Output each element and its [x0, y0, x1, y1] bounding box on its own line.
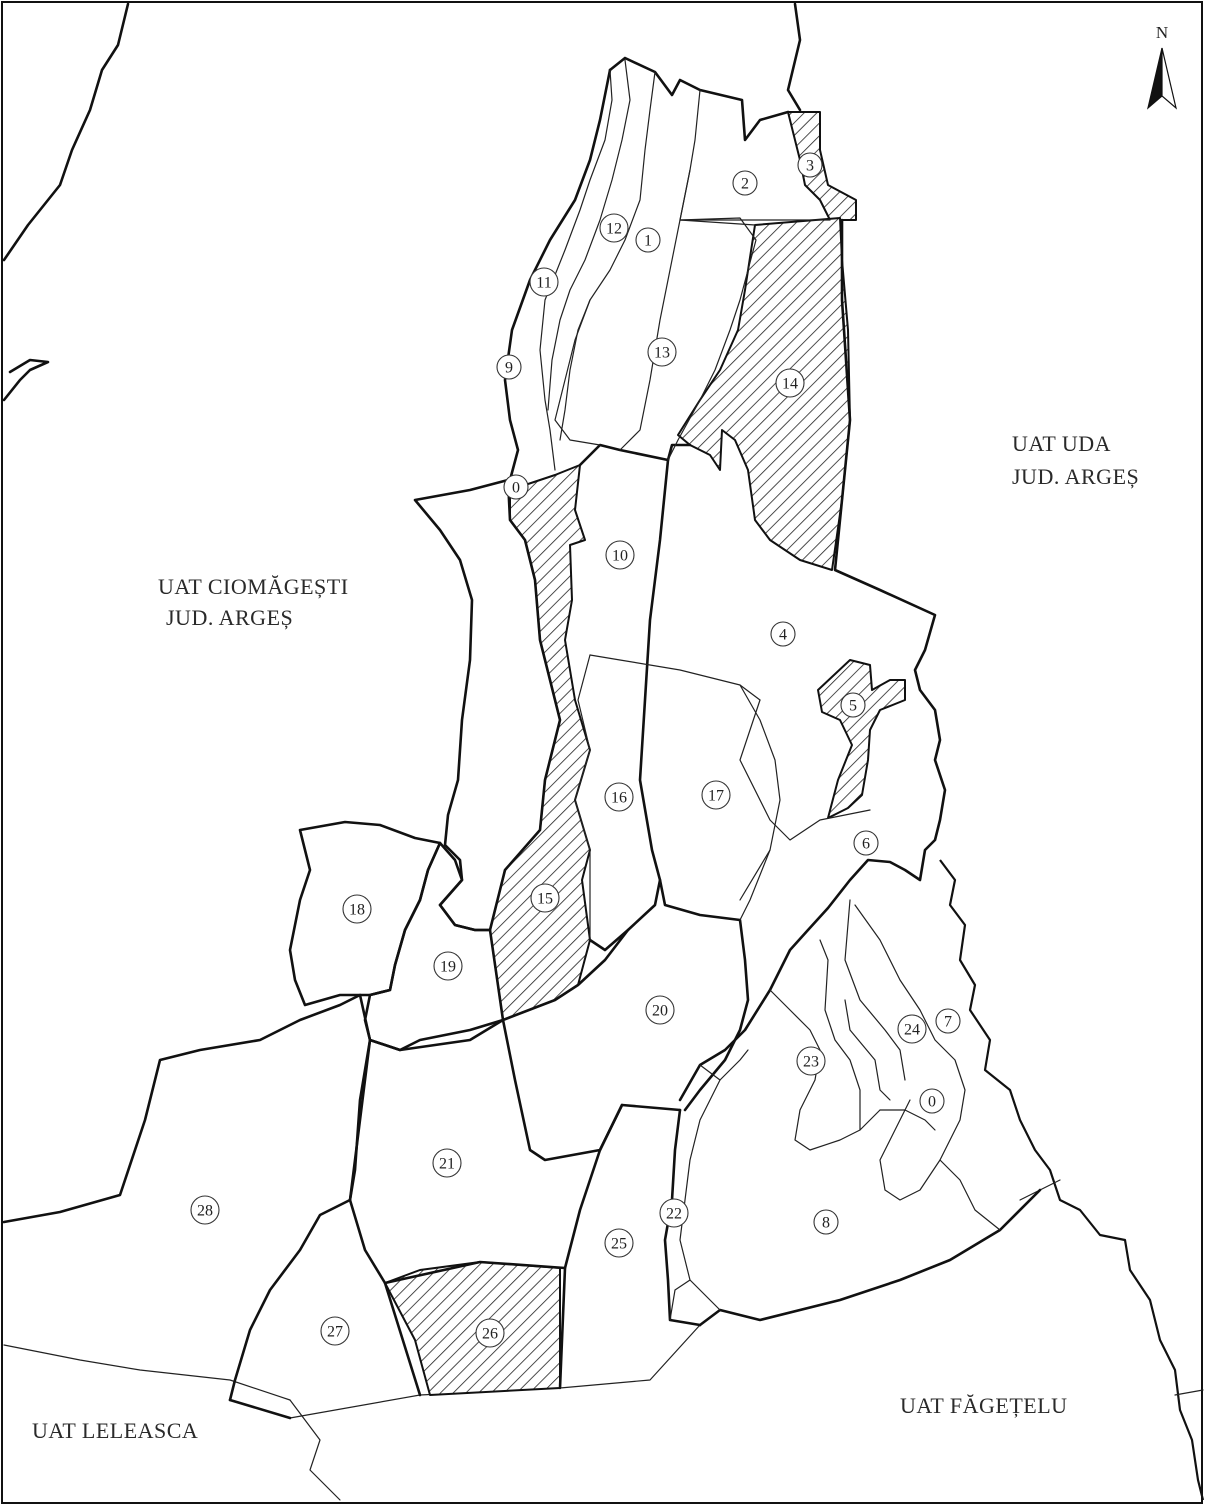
- svg-text:14: 14: [782, 376, 798, 393]
- parcel-label-11[interactable]: 11: [529, 267, 559, 297]
- parcel-14-area: [677, 217, 851, 571]
- parcel-26-area: [384, 1261, 561, 1396]
- svg-text:2: 2: [741, 176, 749, 193]
- svg-text:15: 15: [537, 891, 553, 908]
- parcel-label-4[interactable]: 4: [770, 621, 796, 647]
- region-fagetelu: UAT FĂGEȚELU: [900, 1393, 1068, 1418]
- svg-text:0: 0: [512, 480, 520, 497]
- north-label: N: [1156, 23, 1168, 42]
- svg-text:25: 25: [611, 1236, 627, 1253]
- region-leleasca: UAT LELEASCA: [32, 1418, 198, 1443]
- parcel-boundaries-thick: [228, 56, 1042, 1402]
- north-arrow-icon: N: [1146, 23, 1178, 110]
- parcel-label-3[interactable]: 3: [797, 152, 823, 178]
- parcel-label-5[interactable]: 5: [840, 692, 866, 718]
- parcel-label-18[interactable]: 18: [342, 894, 372, 924]
- parcel-15-area: [489, 464, 591, 1021]
- parcel-label-9[interactable]: 9: [496, 354, 522, 380]
- parcel-label-23[interactable]: 23: [796, 1046, 826, 1076]
- parcel-label-22[interactable]: 22: [659, 1198, 689, 1228]
- svg-text:5: 5: [849, 698, 857, 715]
- svg-text:8: 8: [822, 1215, 830, 1232]
- parcel-label-25[interactable]: 25: [604, 1228, 634, 1258]
- parcel-label-0-south[interactable]: 0: [919, 1088, 945, 1114]
- svg-text:0: 0: [928, 1094, 936, 1111]
- parcel-label-24[interactable]: 24: [897, 1014, 927, 1044]
- svg-text:27: 27: [327, 1324, 343, 1341]
- parcel-label-12[interactable]: 12: [599, 213, 629, 243]
- svg-text:4: 4: [779, 627, 787, 644]
- svg-text:12: 12: [606, 221, 622, 238]
- region-uda-line2: JUD. ARGEȘ: [1012, 464, 1139, 489]
- parcel-boundaries-thin: [539, 59, 1001, 1321]
- svg-text:21: 21: [439, 1156, 455, 1173]
- region-uda-line1: UAT UDA: [1012, 431, 1111, 456]
- parcel-label-17[interactable]: 17: [701, 780, 731, 810]
- parcel-label-8[interactable]: 8: [813, 1209, 839, 1235]
- parcel-label-16[interactable]: 16: [604, 782, 634, 812]
- svg-text:24: 24: [904, 1022, 920, 1039]
- svg-text:3: 3: [806, 158, 814, 175]
- svg-text:6: 6: [862, 836, 870, 853]
- svg-text:19: 19: [440, 959, 456, 976]
- parcel-label-1[interactable]: 1: [635, 227, 661, 253]
- parcel-label-20[interactable]: 20: [645, 995, 675, 1025]
- parcel-label-0[interactable]: 0: [503, 474, 529, 500]
- parcel-5-area: [817, 659, 906, 819]
- svg-text:7: 7: [944, 1014, 952, 1031]
- svg-text:16: 16: [611, 790, 627, 807]
- svg-text:23: 23: [803, 1054, 819, 1071]
- svg-text:22: 22: [666, 1206, 682, 1223]
- svg-text:20: 20: [652, 1003, 668, 1020]
- parcel-label-13[interactable]: 13: [647, 337, 677, 367]
- parcel-label-15[interactable]: 15: [530, 883, 560, 913]
- svg-text:18: 18: [349, 902, 365, 919]
- parcel-label-10[interactable]: 10: [605, 540, 635, 570]
- svg-text:11: 11: [536, 275, 551, 292]
- region-ciomagesti-line2: JUD. ARGEȘ: [166, 605, 293, 630]
- svg-text:17: 17: [708, 788, 724, 805]
- parcel-label-21[interactable]: 21: [432, 1148, 462, 1178]
- svg-text:26: 26: [482, 1326, 498, 1343]
- parcel-label-28[interactable]: 28: [190, 1195, 220, 1225]
- parcel-label-6[interactable]: 6: [853, 830, 879, 856]
- svg-text:9: 9: [505, 360, 513, 377]
- hatched-parcels: [384, 111, 906, 1396]
- parcel-labels: 0 1 2 3 4 5 6 7 8 9 10 11 12 13 14 15 16…: [190, 152, 961, 1348]
- svg-text:28: 28: [197, 1203, 213, 1220]
- svg-text:13: 13: [654, 345, 670, 362]
- parcel-label-19[interactable]: 19: [433, 951, 463, 981]
- parcel-label-26[interactable]: 26: [475, 1318, 505, 1348]
- region-ciomagesti-line1: UAT CIOMĂGEȘTI: [158, 574, 349, 599]
- parcel-label-7[interactable]: 7: [935, 1008, 961, 1034]
- region-labels: UAT CIOMĂGEȘTI JUD. ARGEȘ UAT UDA JUD. A…: [32, 431, 1139, 1443]
- parcel-label-2[interactable]: 2: [732, 170, 758, 196]
- svg-text:10: 10: [612, 548, 628, 565]
- parcel-label-14[interactable]: 14: [775, 368, 805, 398]
- parcel-label-27[interactable]: 27: [320, 1316, 350, 1346]
- svg-text:1: 1: [644, 233, 652, 250]
